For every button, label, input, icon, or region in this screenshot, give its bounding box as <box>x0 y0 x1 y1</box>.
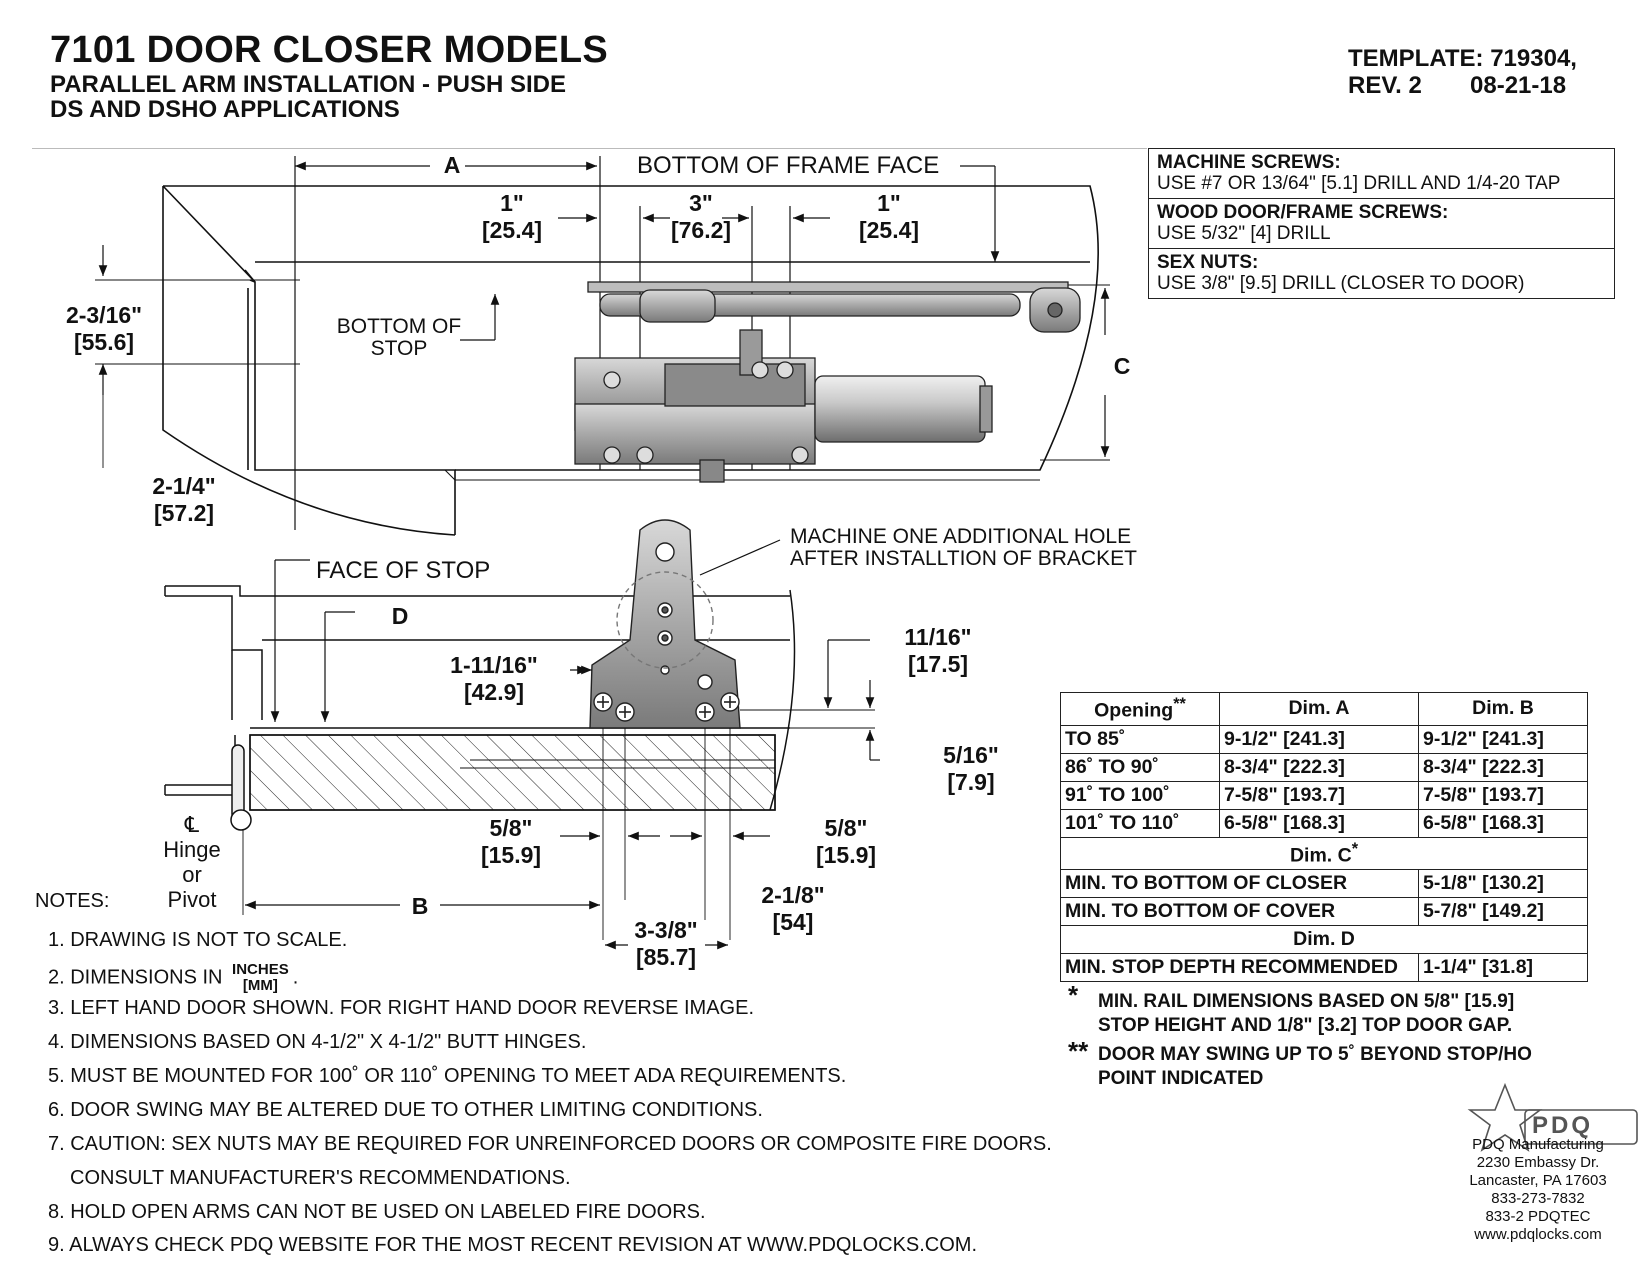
note-item: 9. ALWAYS CHECK PDQ WEBSITE FOR THE MOST… <box>48 1234 978 1256</box>
revision: REV. 2 <box>1348 72 1422 99</box>
bottom-of-frame-face-label: BOTTOM OF FRAME FACE <box>637 152 940 179</box>
table-row: TO 85˚9-1/2" [241.3]9-1/2" [241.3] <box>1060 724 1588 754</box>
dim-2-3-16: 2-3/16"[55.6] <box>65 302 143 355</box>
centerline-symbol: ℄ <box>184 812 200 837</box>
header-dim-a: Dim. A <box>1219 692 1419 726</box>
header-divider <box>32 148 1147 149</box>
dim-a-label: A <box>443 152 461 178</box>
note-item: 4. DIMENSIONS BASED ON 4-1/2" X 4-1/2" B… <box>48 1031 587 1053</box>
logo-text: PDQ <box>1532 1112 1594 1139</box>
website-link[interactable]: www.pdqlocks.com <box>1474 1226 1602 1243</box>
screw-info-box: MACHINE SCREWS: USE #7 OR 13/64" [5.1] D… <box>1148 148 1615 299</box>
page-title: 7101 DOOR CLOSER MODELS <box>50 29 609 71</box>
units-fraction: INCHES [MM] <box>232 961 289 994</box>
page-subtitle-2: DS AND DSHO APPLICATIONS <box>50 96 400 123</box>
table-header-row: Opening** Dim. A Dim. B <box>1060 692 1588 726</box>
dim-5-8-left: 5/8"[15.9] <box>480 815 542 868</box>
dim-1-11-16: 1-11/16"[42.9] <box>450 652 538 705</box>
pdq-logo <box>1467 1082 1638 1152</box>
dim-11-16: 11/16"[17.5] <box>904 624 972 677</box>
dim-c-title-row: Dim. C* <box>1060 836 1588 870</box>
header-dim-b: Dim. B <box>1418 692 1588 726</box>
header-opening: Opening** <box>1060 692 1220 726</box>
dim-2-1-4: 2-1/4"[57.2] <box>152 473 216 526</box>
note-item: 6. DOOR SWING MAY BE ALTERED DUE TO OTHE… <box>48 1099 763 1121</box>
bottom-dimension-lines <box>242 539 880 950</box>
dim-d-title-row: Dim. D <box>1060 925 1588 954</box>
dim-d-label: D <box>391 603 409 629</box>
company-address: PDQ Manufacturing 2230 Embassy Dr. Lanca… <box>1448 1136 1628 1244</box>
table-row: 101˚ TO 110˚6-5/8" [168.3]6-5/8" [168.3] <box>1060 808 1588 838</box>
section-text: USE 3/8" [9.5] DRILL (CLOSER TO DOOR) <box>1157 273 1525 294</box>
note-item: 2. DIMENSIONS IN INCHES [MM] . <box>48 961 299 994</box>
closer-body <box>574 281 1081 483</box>
dim-2-1-8: 2-1/8"[54] <box>761 882 825 935</box>
note-item: 3. LEFT HAND DOOR SHOWN. FOR RIGHT HAND … <box>48 997 755 1019</box>
frame-top-view <box>162 185 1099 536</box>
dim-1in-left: 1"[25.4] <box>481 190 543 243</box>
wood-screws-section: WOOD DOOR/FRAME SCREWS: USE 5/32" [4] DR… <box>1149 199 1614 249</box>
dim-5-8-right: 5/8"[15.9] <box>815 815 877 868</box>
dim-1in-right: 1"[25.4] <box>858 190 920 243</box>
footnote-mark: ** <box>1068 1036 1089 1066</box>
template-number: TEMPLATE: 719304, <box>1348 45 1577 72</box>
dim-3-3-8: 3-3/8"[85.7] <box>634 917 698 970</box>
page-subtitle: PARALLEL ARM INSTALLATION - PUSH SIDE <box>50 71 566 98</box>
face-of-stop-label: FACE OF STOP <box>316 557 491 584</box>
mounting-bracket <box>589 519 741 729</box>
dim-3in: 3"[76.2] <box>670 190 732 243</box>
dim-5-16: 5/16"[7.9] <box>943 742 999 795</box>
note-item: 5. MUST BE MOUNTED FOR 100˚ OR 110˚ OPEN… <box>48 1065 847 1087</box>
note-item: 8. HOLD OPEN ARMS CAN NOT BE USED ON LAB… <box>48 1201 706 1223</box>
sex-nuts-section: SEX NUTS: USE 3/8" [9.5] DRILL (CLOSER T… <box>1149 249 1614 298</box>
stop-and-door-view <box>164 585 796 831</box>
dim-b-label: B <box>411 893 429 919</box>
section-heading: SEX NUTS: <box>1157 252 1259 273</box>
section-text: USE 5/32" [4] DRILL <box>1157 223 1331 244</box>
dim-c-label: C <box>1113 353 1131 379</box>
footnote-1: MIN. RAIL DIMENSIONS BASED ON 5/8" [15.9… <box>1098 991 1515 1036</box>
section-heading: MACHINE SCREWS: <box>1157 152 1341 173</box>
note-item: CONSULT MANUFACTURER'S RECOMMENDATIONS. <box>70 1167 571 1189</box>
machine-screws-section: MACHINE SCREWS: USE #7 OR 13/64" [5.1] D… <box>1149 149 1614 199</box>
hinge-pivot-label: ℄ Hinge or Pivot <box>152 812 232 912</box>
note-item: 1. DRAWING IS NOT TO SCALE. <box>48 929 348 951</box>
dimension-table: Opening** Dim. A Dim. B TO 85˚9-1/2" [24… <box>1060 692 1588 982</box>
table-row: 91˚ TO 100˚7-5/8" [193.7]7-5/8" [193.7] <box>1060 780 1588 810</box>
revision-date: 08-21-18 <box>1470 72 1567 99</box>
notes-heading: NOTES: <box>35 890 110 912</box>
section-heading: WOOD DOOR/FRAME SCREWS: <box>1157 202 1449 223</box>
table-row: 86˚ TO 90˚8-3/4" [222.3]8-3/4" [222.3] <box>1060 752 1588 782</box>
note-item: 7. CAUTION: SEX NUTS MAY BE REQUIRED FOR… <box>48 1133 1052 1155</box>
section-text: USE #7 OR 13/64" [5.1] DRILL AND 1/4-20 … <box>1157 173 1561 194</box>
footnote-mark: * <box>1068 980 1079 1010</box>
